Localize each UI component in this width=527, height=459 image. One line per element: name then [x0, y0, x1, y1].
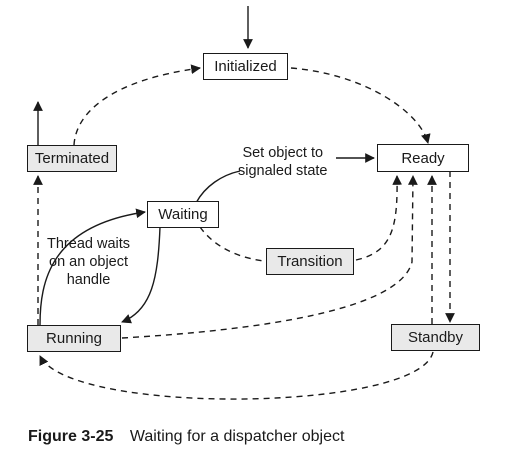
running-to-waiting-curve: [39, 208, 146, 326]
state-running-label: Running: [46, 330, 102, 347]
state-running: Running: [27, 325, 121, 352]
transition-to-ready: [355, 175, 403, 261]
thread-waits-label-line3: handle: [66, 272, 111, 288]
initialized-to-ready: [290, 67, 431, 144]
state-ready: Ready: [377, 144, 469, 172]
figure-number: Figure 3-25: [28, 428, 114, 445]
thread-waits-label-line1: Thread waits: [47, 236, 131, 252]
state-waiting-label: Waiting: [158, 206, 208, 223]
waiting-to-transition: [199, 226, 265, 262]
state-terminated-label: Terminated: [34, 150, 110, 167]
state-standby: Standby: [391, 324, 480, 351]
waiting-to-label-curve: [195, 170, 241, 204]
figure-caption: Figure 3-25 Waiting for a dispatcher obj…: [28, 428, 344, 446]
figure-title: Waiting for a dispatcher object: [129, 428, 345, 445]
state-initialized-label: Initialized: [214, 58, 277, 75]
thread-waits-label: Thread waits on an object handle: [47, 235, 130, 289]
state-initialized: Initialized: [203, 53, 288, 80]
state-terminated: Terminated: [27, 145, 117, 172]
state-waiting: Waiting: [147, 201, 219, 228]
set-object-label-line2: signaled state: [238, 163, 328, 179]
waiting-to-running-curve: [121, 226, 161, 324]
thread-waits-label-line2: on an object: [49, 254, 129, 270]
standby-to-running: [39, 351, 434, 400]
set-object-label-line1: Set object to: [242, 145, 324, 161]
running-to-ready: [121, 175, 418, 339]
state-standby-label: Standby: [407, 329, 464, 346]
state-transition-label: Transition: [277, 253, 343, 270]
set-object-label: Set object to signaled state: [238, 144, 327, 180]
state-ready-label: Ready: [401, 149, 445, 167]
terminated-to-initialized: [73, 64, 201, 146]
state-transition: Transition: [266, 248, 354, 275]
